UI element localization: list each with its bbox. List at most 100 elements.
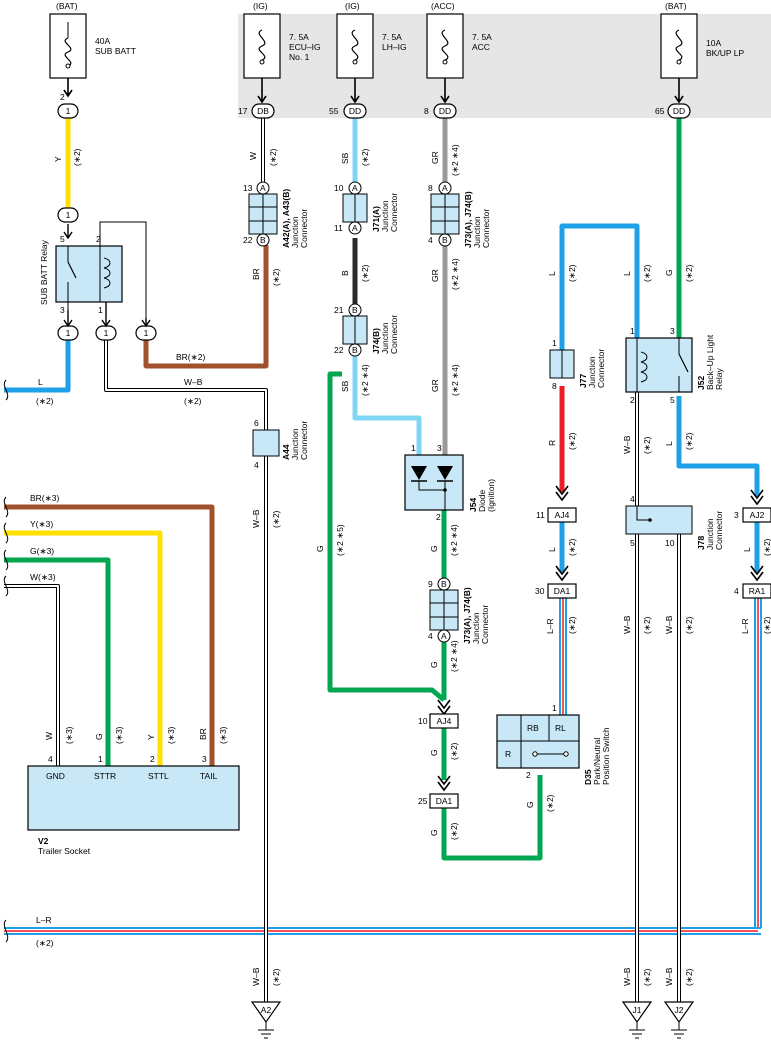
svg-text:(∗3): (∗3) — [218, 726, 228, 744]
ground-j1: J1 — [621, 1001, 653, 1039]
svg-text:DD: DD — [673, 106, 685, 116]
fuse-ecu-ig-name: ECU–IG — [289, 42, 321, 52]
svg-text:(∗3): (∗3) — [114, 726, 124, 744]
svg-text:DB: DB — [257, 106, 269, 116]
fuse-acc: (ACC) 7. 5A ACC — [426, 1, 492, 79]
svg-text:W–B: W–B — [622, 967, 632, 986]
wire-brown-tail — [4, 504, 215, 766]
svg-text:9: 9 — [428, 579, 433, 589]
svg-text:G: G — [315, 545, 325, 552]
svg-text:W: W — [248, 152, 258, 160]
svg-text:2: 2 — [630, 395, 635, 405]
junction-j73b: B A 9 4 J73(A), J74(B) Junction Connecto… — [428, 577, 490, 644]
svg-text:8: 8 — [424, 106, 429, 116]
wire-blue-j77 — [559, 223, 640, 350]
svg-text:J77: J77 — [578, 374, 588, 388]
svg-text:SB: SB — [340, 380, 350, 392]
junction-j78: 4 5 10 J78 Junction Connector — [625, 494, 724, 550]
svg-text:1: 1 — [98, 305, 103, 315]
svg-text:(∗2 ∗4): (∗2 ∗4) — [360, 364, 370, 396]
svg-text:J73(A), J74(B): J73(A), J74(B) — [463, 191, 473, 248]
svg-text:BR(∗3): BR(∗3) — [30, 493, 59, 503]
svg-text:(∗2): (∗2) — [762, 616, 771, 634]
svg-text:(∗2): (∗2) — [567, 538, 577, 556]
svg-text:17: 17 — [238, 106, 248, 116]
svg-text:2: 2 — [96, 234, 101, 244]
svg-text:2: 2 — [436, 512, 441, 522]
svg-text:1: 1 — [411, 443, 416, 453]
fuse-pin-numbers: 2 17 55 8 65 — [60, 92, 665, 116]
svg-text:(∗2): (∗2) — [642, 436, 652, 454]
svg-text:1: 1 — [630, 326, 635, 336]
svg-text:W–B: W–B — [251, 967, 261, 986]
svg-text:J54: J54 — [468, 498, 478, 512]
svg-text:J1: J1 — [633, 1005, 642, 1015]
ground-j2: J2 — [663, 1001, 695, 1039]
junction-a44: 6 4 A44 Junction Connector — [252, 418, 309, 470]
svg-text:(∗2): (∗2) — [271, 510, 281, 528]
svg-text:J71(A): J71(A) — [371, 206, 381, 232]
svg-text:GR: GR — [430, 269, 440, 282]
svg-text:DD: DD — [439, 106, 451, 116]
svg-text:2: 2 — [60, 92, 65, 102]
svg-text:(∗2): (∗2) — [449, 742, 459, 760]
svg-text:(∗2): (∗2) — [642, 264, 652, 282]
svg-text:30: 30 — [535, 586, 545, 596]
junction-j71: A A 10 11 J71(A) Junction Connector — [334, 181, 399, 235]
svg-text:STTR: STTR — [94, 771, 116, 781]
svg-text:AJ2: AJ2 — [750, 510, 765, 520]
svg-text:W(∗3): W(∗3) — [30, 572, 56, 582]
svg-text:B: B — [441, 579, 447, 589]
svg-text:RA1: RA1 — [749, 586, 766, 596]
svg-text:R: R — [505, 749, 511, 759]
fuse-sub-batt-rating: 40A — [95, 36, 110, 46]
svg-text:AJ4: AJ4 — [555, 510, 570, 520]
svg-text:2: 2 — [526, 770, 531, 780]
svg-text:Junction: Junction — [705, 518, 715, 550]
svg-text:(∗2 ∗5): (∗2 ∗5) — [335, 524, 345, 556]
wire-blue-left — [4, 340, 71, 393]
junction-j74: B B 21 22 J74(B) Junction Connector — [334, 303, 399, 357]
svg-text:Connector: Connector — [481, 209, 491, 248]
svg-text:(∗2): (∗2) — [684, 968, 694, 986]
svg-text:Y: Y — [53, 156, 63, 162]
svg-text:Connector: Connector — [596, 349, 606, 388]
svg-text:Junction: Junction — [290, 216, 300, 248]
svg-text:(∗2): (∗2) — [184, 396, 202, 406]
svg-text:Connector: Connector — [389, 315, 399, 354]
wire-green-sttr — [4, 557, 111, 766]
svg-text:DD: DD — [349, 106, 361, 116]
svg-text:3: 3 — [60, 305, 65, 315]
svg-text:10: 10 — [665, 538, 675, 548]
svg-text:11: 11 — [536, 510, 545, 520]
fuse-ecu-ig-name2: No. 1 — [289, 52, 310, 62]
svg-text:(∗2): (∗2) — [567, 264, 577, 282]
fuse-sub-batt-source: (BAT) — [56, 1, 78, 11]
svg-text:(∗2): (∗2) — [268, 148, 278, 166]
svg-text:3: 3 — [437, 443, 442, 453]
svg-text:G: G — [429, 749, 439, 756]
svg-text:1: 1 — [104, 328, 109, 338]
svg-text:L–R: L–R — [740, 618, 750, 634]
svg-text:G: G — [664, 269, 674, 276]
fuse-sub-batt-name: SUB BATT — [95, 46, 136, 56]
svg-text:W–B: W–B — [664, 967, 674, 986]
trailer-socket-desc: Trailer Socket — [38, 846, 91, 856]
svg-text:8: 8 — [428, 183, 433, 193]
svg-text:(∗2): (∗2) — [360, 148, 370, 166]
sub-batt-relay: 5 2 3 1 SUB BATT Relay — [39, 224, 151, 328]
svg-text:Connector: Connector — [480, 605, 490, 644]
svg-text:BR: BR — [198, 728, 208, 740]
svg-text:G: G — [429, 545, 439, 552]
svg-text:D35: D35 — [583, 769, 593, 785]
svg-text:B: B — [352, 345, 358, 355]
svg-text:RL: RL — [555, 723, 566, 733]
wire-sb-diode — [352, 352, 422, 455]
wire-yellow-sttl — [4, 530, 163, 766]
svg-text:(∗2): (∗2) — [684, 616, 694, 634]
svg-text:J74(B): J74(B) — [371, 328, 381, 354]
svg-text:B: B — [340, 270, 350, 276]
ground-a2: A2 — [250, 1001, 282, 1039]
svg-text:Junction: Junction — [587, 356, 597, 388]
